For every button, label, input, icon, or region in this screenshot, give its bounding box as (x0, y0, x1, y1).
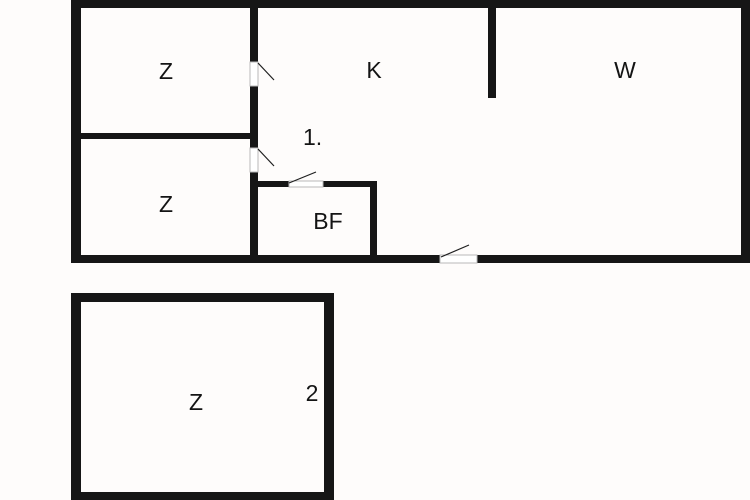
door-entrance (439, 244, 478, 264)
floor-2-wall-left (71, 293, 81, 500)
partition-between-bedrooms (71, 133, 258, 139)
room-label-bathroom: BF (313, 208, 342, 234)
outer-wall-left (71, 0, 81, 263)
floor-2-wall-top (71, 293, 334, 302)
outer-wall-top (71, 0, 750, 8)
floor-2-wall-right (324, 293, 334, 500)
floor-2-plan: Z 2 (71, 293, 334, 500)
room-label-bedroom-top: Z (159, 58, 173, 84)
partition-kitchen-living (488, 0, 496, 98)
door-bedroom-bottom (249, 147, 275, 173)
floor-2-wall-bottom (71, 492, 334, 500)
floor-1-plan: Z K W 1. Z BF (71, 0, 750, 264)
room-label-floor-2-bedroom: Z (189, 389, 203, 415)
room-label-kitchen: K (366, 57, 382, 83)
floor-label-2: 2 (306, 380, 319, 406)
floor-label-1: 1. (303, 124, 322, 150)
room-label-living-room: W (614, 57, 636, 83)
outer-wall-bottom (71, 255, 750, 263)
door-bathroom (288, 171, 324, 188)
bathroom-wall-right (370, 181, 377, 263)
door-bedroom-top (249, 61, 275, 87)
outer-wall-right (741, 0, 750, 263)
partition-bedrooms-kitchen (250, 0, 258, 263)
room-label-bedroom-bottom: Z (159, 191, 173, 217)
